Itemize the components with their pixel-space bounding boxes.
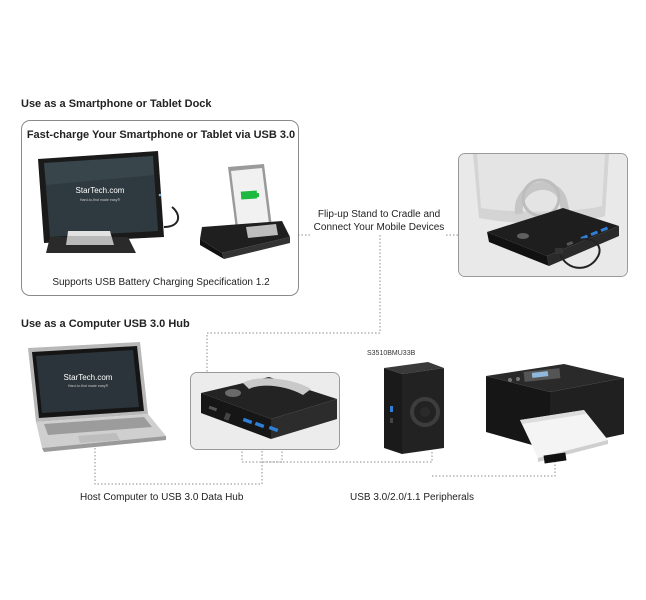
smartphone xyxy=(200,164,290,259)
dock-panel-title: Fast-charge Your Smartphone or Tablet vi… xyxy=(26,129,296,141)
connector-hub-to-enclosure xyxy=(262,452,433,463)
usb-hub-illustration xyxy=(191,373,339,449)
connector-stand-to-hub xyxy=(206,235,381,372)
connector-laptop-to-hub xyxy=(94,448,263,485)
stand-cradle-illustration xyxy=(459,154,627,276)
stand-cradle-photo xyxy=(458,153,628,277)
tablet: StarTech.com Hard-to-find made easy® xyxy=(38,151,180,253)
hub-section-heading: Use as a Computer USB 3.0 Hub xyxy=(21,318,190,330)
enclosure-model-label: S3510BMU33B xyxy=(367,350,416,357)
laptop: StarTech.com Hard-to-find made easy® xyxy=(28,342,166,452)
usb-hub-photo xyxy=(190,372,340,450)
host-computer-label: Host Computer to USB 3.0 Data Hub xyxy=(80,492,244,503)
hard-drive-enclosure xyxy=(384,362,444,454)
tablet-tagline: Hard-to-find made easy® xyxy=(80,198,121,202)
laptop-tagline: Hard-to-find made easy® xyxy=(68,384,109,388)
dock-section-heading: Use as a Smartphone or Tablet Dock xyxy=(21,98,212,110)
dock-panel-caption: Supports USB Battery Charging Specificat… xyxy=(52,277,270,288)
tablet-logo: StarTech.com xyxy=(76,186,125,195)
flip-up-label: Flip-up Stand to Cradle and Connect Your… xyxy=(312,208,446,234)
connector-enclosure-to-printer xyxy=(432,461,556,477)
flip-up-label-line1: Flip-up Stand to Cradle and xyxy=(317,209,441,220)
flip-up-label-line2: Connect Your Mobile Devices xyxy=(313,222,445,233)
laptop-logo: StarTech.com xyxy=(64,373,113,382)
printer xyxy=(486,364,624,464)
dock-panel: Fast-charge Your Smartphone or Tablet vi… xyxy=(21,120,299,296)
peripherals-label: USB 3.0/2.0/1.1 Peripherals xyxy=(350,492,474,503)
dock-devices-illustration: StarTech.com Hard-to-find made easy® xyxy=(38,151,290,259)
